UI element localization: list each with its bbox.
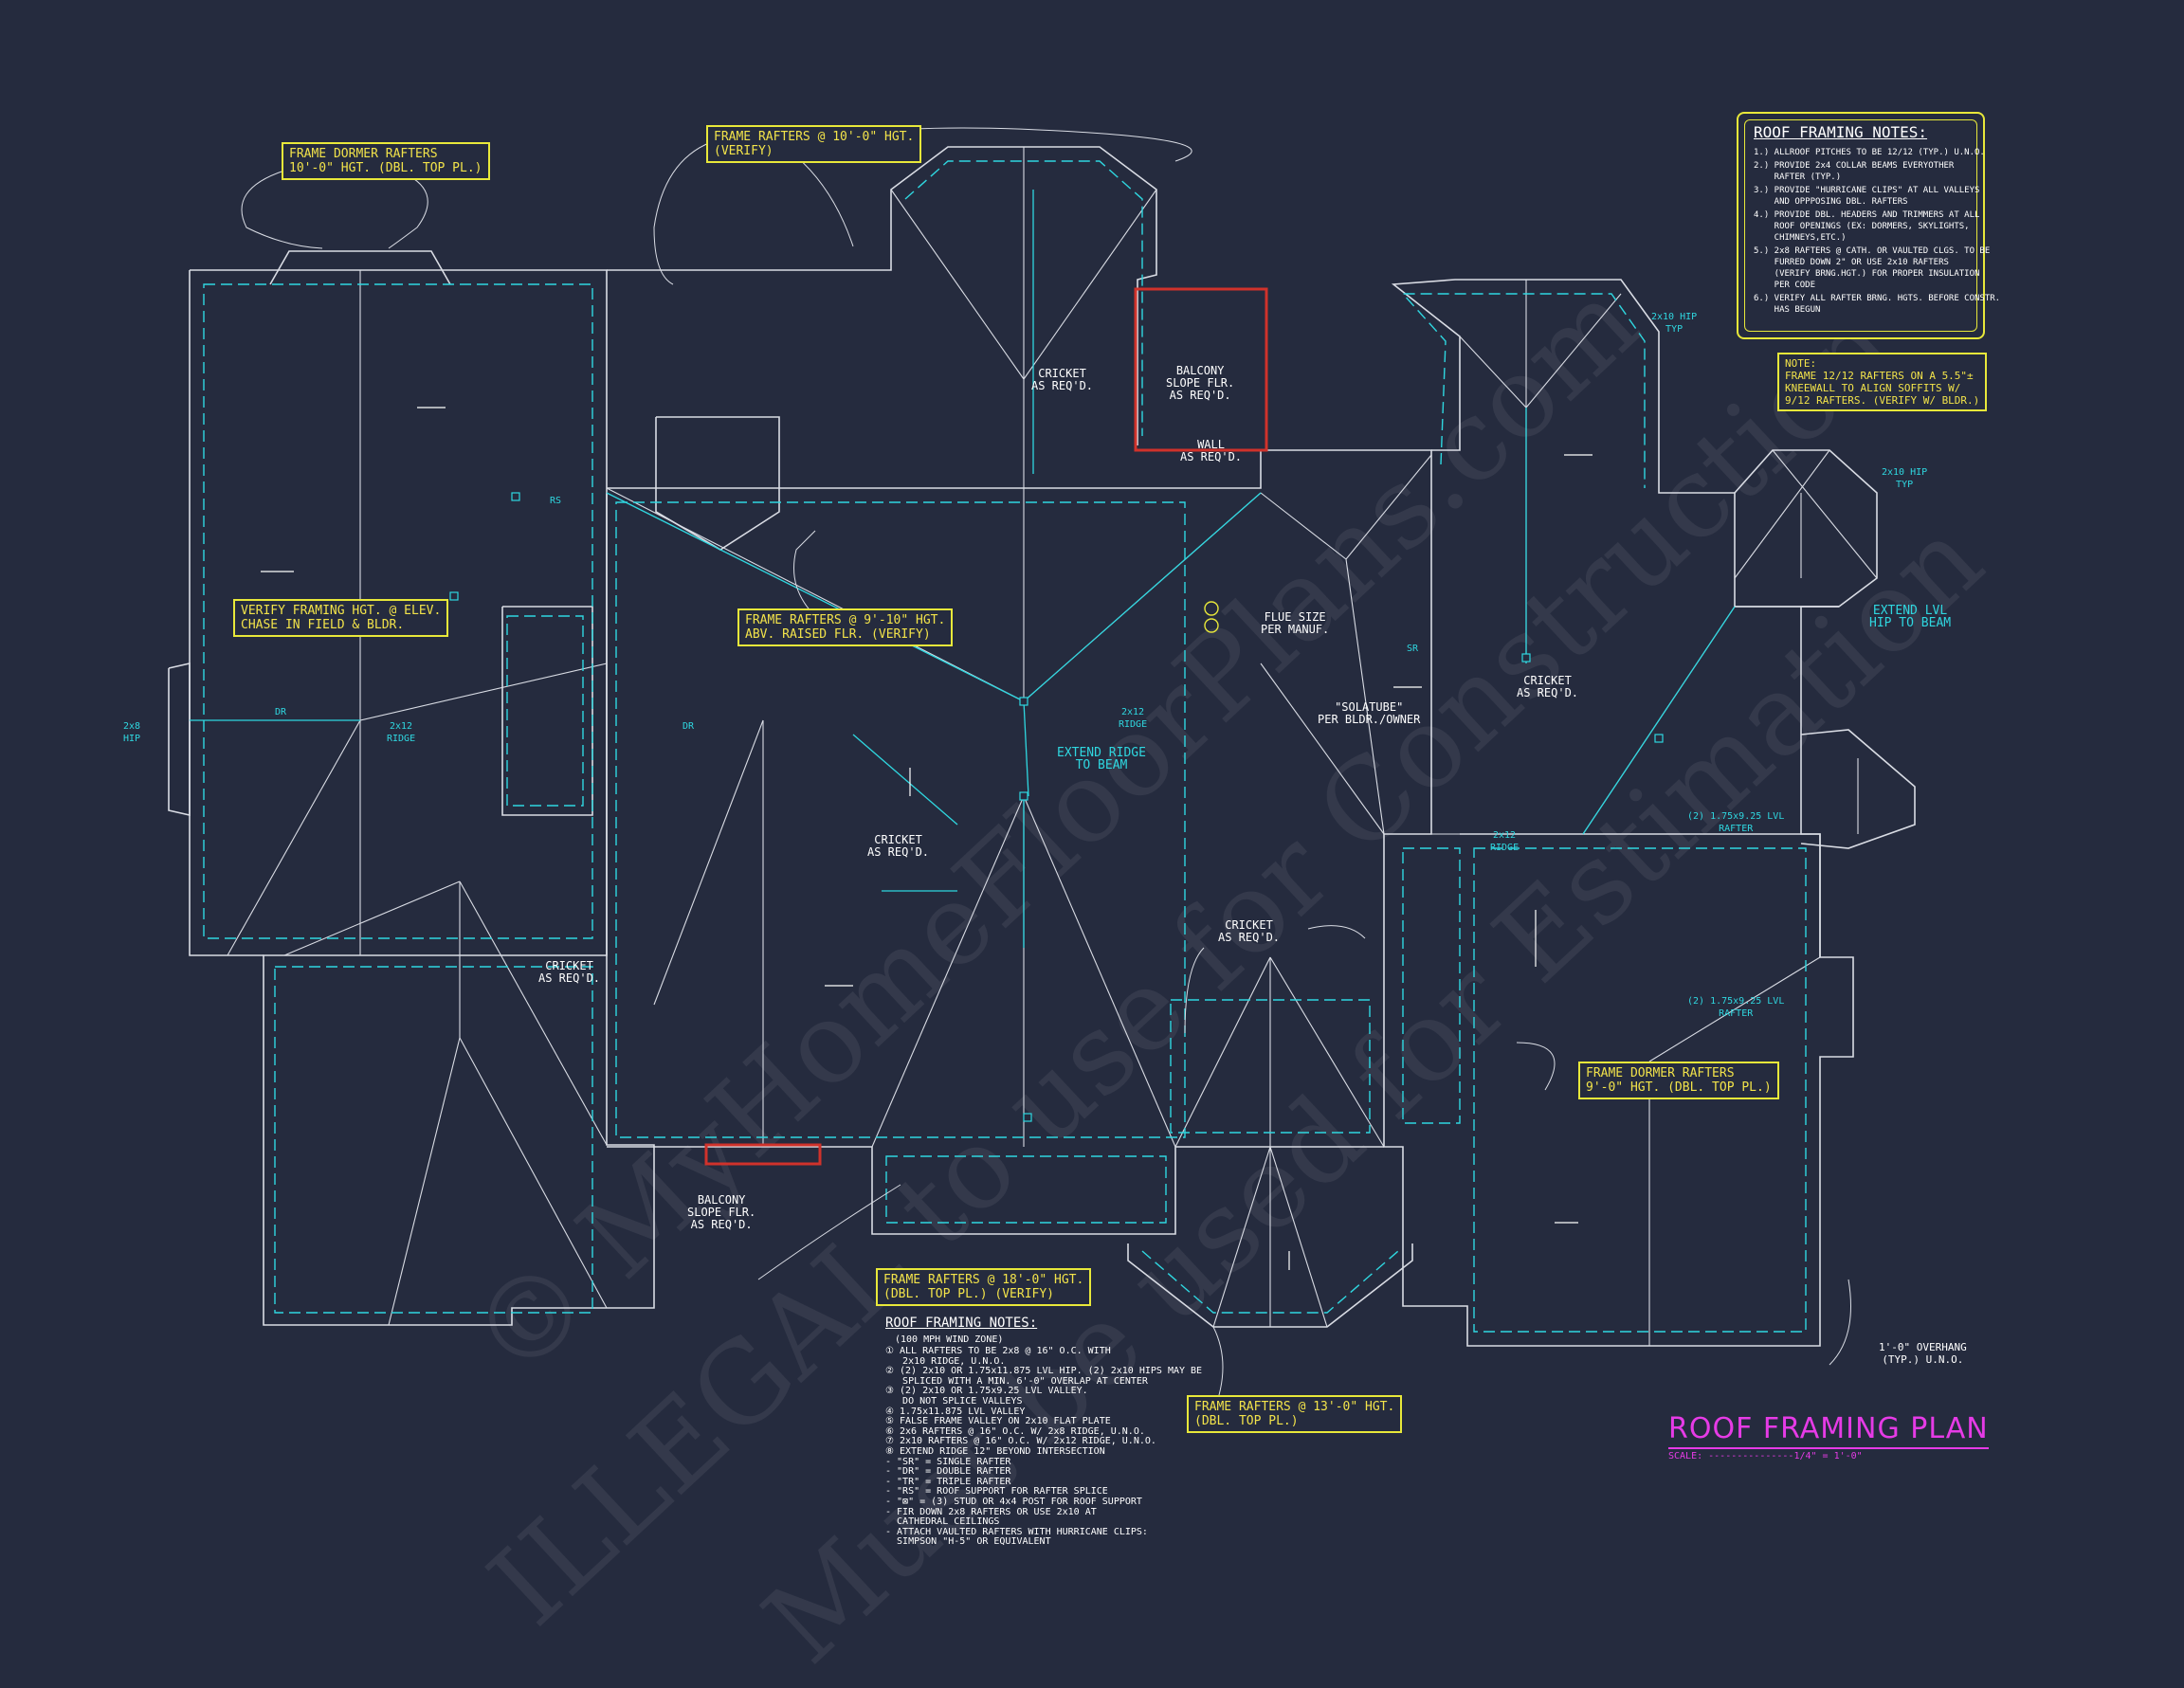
outline-cricket-bay	[655, 416, 780, 551]
outline-chase	[501, 606, 593, 816]
label-cricket-mid: CRICKET AS REQ'D.	[867, 833, 930, 859]
title-block: ROOF FRAMING PLAN SCALE: ---------------…	[1668, 1412, 1989, 1461]
outline-east-bay	[1800, 729, 1916, 849]
notes-bottom-item: ⑤ FALSE FRAME VALLEY ON 2x10 FLAT PLATE	[885, 1416, 1111, 1427]
notes-bottom-item: ⑧ EXTEND RIDGE 12" BEYOND INTERSECTION	[885, 1445, 1105, 1457]
label-ridge-b: 2x12 RIDGE	[1490, 830, 1520, 853]
label-lvl-rafter-bottom: (2) 1.75x9.25 LVL RAFTER	[1687, 996, 1785, 1019]
notes-bottom-item: - ATTACH VAULTED RAFTERS WITH HURRICANE …	[885, 1526, 1148, 1537]
support-posts	[449, 492, 1664, 1122]
outline-east-wing	[1391, 279, 1839, 608]
notes-bottom-item: DO NOT SPLICE VALLEYS	[885, 1395, 1023, 1407]
notes-top-item: 3.) PROVIDE "HURRICANE CLIPS" AT ALL VAL…	[1754, 186, 1980, 207]
label-dr-center: DR	[682, 721, 695, 732]
notes-bottom-item: - "⊠" = (3) STUD OR 4x4 POST FOR ROOF SU…	[885, 1496, 1142, 1507]
label-wall-as-reqd: WALL AS REQ'D.	[1180, 438, 1243, 463]
drawing-scale: SCALE: ---------------1/4" = 1'-0"	[1668, 1451, 1863, 1461]
callout-rafters-13: FRAME RAFTERS @ 13'-0" HGT. (DBL. TOP PL…	[1187, 1395, 1403, 1433]
label-extend-ridge: EXTEND RIDGE TO BEAM	[1057, 746, 1146, 772]
label-extend-lvl: EXTEND LVL HIP TO BEAM	[1869, 604, 1952, 630]
notes-bottom-item: ② (2) 2x10 OR 1.75x11.875 LVL HIP. (2) 2…	[885, 1366, 1203, 1377]
outline-west-bump	[189, 270, 264, 956]
notes-bottom-item: SPLICED WITH A MIN. 6'-0" OVERLAP AT CEN…	[885, 1375, 1148, 1387]
outline-center-south	[606, 493, 1384, 1235]
notes-top-inner-border	[1744, 119, 1977, 332]
callout-dormer-top: FRAME DORMER RAFTERS 10'-0" HGT. (DBL. T…	[282, 142, 490, 180]
notes-top-heading: ROOF FRAMING NOTES:	[1754, 123, 1928, 141]
callout-rafters-top: FRAME RAFTERS @ 10'-0" HGT. (VERIFY)	[706, 125, 922, 163]
outline-center-block	[607, 449, 1854, 1347]
notes-top-list: 1.) ALLROOF PITCHES TO BE 12/12 (TYP.) U…	[1754, 147, 2001, 316]
notes-bottom-item: - "SR" = SINGLE RAFTER	[885, 1456, 1011, 1467]
leader-lines	[241, 127, 1851, 1413]
callout-rafters-18: FRAME RAFTERS @ 18'-0" HGT. (DBL. TOP PL…	[876, 1268, 1092, 1306]
label-ridge-a: 2x12 RIDGE	[1119, 707, 1148, 730]
notes-bottom-wind-zone: (100 MPH WIND ZONE)	[895, 1334, 1004, 1345]
notes-bottom-item: ⑥ 2x6 RAFTERS @ 16" O.C. W/ 2x8 RIDGE, U…	[885, 1425, 1145, 1437]
label-cricket-top: CRICKET AS REQ'D.	[1031, 367, 1094, 392]
label-solatube: "SOLATUBE" PER BLDR./OWNER	[1318, 700, 1421, 726]
label-flue: FLUE SIZE PER MANUF.	[1261, 610, 1330, 636]
label-cricket-right: CRICKET AS REQ'D.	[1517, 674, 1579, 699]
label-hip-2x10-typ-2: 2x10 HIP TYP	[1882, 467, 1928, 490]
notes-bottom-list: ① ALL RAFTERS TO BE 2x8 @ 16" O.C. WITH …	[885, 1346, 1203, 1548]
notes-bottom-item: CATHEDRAL CEILINGS	[885, 1516, 1000, 1528]
outline-west-wing	[190, 269, 655, 1326]
notes-bottom-item: SIMPSON "H-5" OR EQUIVALENT	[885, 1536, 1051, 1548]
label-overhang: 1'-0" OVERHANG (TYP.) U.N.O.	[1879, 1341, 1967, 1366]
label-lvl-rafter-top: (2) 1.75x9.25 LVL RAFTER	[1687, 811, 1785, 834]
outline-center-top	[607, 146, 1157, 445]
notes-bottom-item: ⑦ 2x10 RAFTERS @ 16" O.C. W/ 2x12 RIDGE,…	[885, 1436, 1156, 1447]
notes-top-item: 5.) 2x8 RAFTERS @ CATH. OR VAULTED CLGS.…	[1754, 246, 1991, 290]
note-kneewall: NOTE: FRAME 12/12 RAFTERS ON A 5.5"± KNE…	[1777, 353, 1988, 411]
label-hip-left: 2x8 HIP	[123, 721, 141, 744]
notes-bottom-item: ① ALL RAFTERS TO BE 2x8 @ 16" O.C. WITH	[885, 1346, 1111, 1356]
notes-top-item: 4.) PROVIDE DBL. HEADERS AND TRIMMERS AT…	[1754, 210, 1980, 243]
framing-solid	[190, 190, 1736, 948]
notes-bottom-item: ④ 1.75x11.875 LVL VALLEY	[885, 1406, 1026, 1417]
notes-bottom-item: - FIR DOWN 2x8 RAFTERS OR USE 2x10 AT	[885, 1506, 1097, 1517]
notes-top-item: 6.) VERIFY ALL RAFTER BRNG. HGTS. BEFORE…	[1754, 294, 2001, 315]
notes-top-item: 2.) PROVIDE 2x4 COLLAR BEAMS EVERYOTHER …	[1754, 161, 1955, 182]
drawing-title: ROOF FRAMING PLAN	[1668, 1412, 1989, 1449]
label-rs: RS	[550, 496, 562, 506]
callout-raised-floor: FRAME RAFTERS @ 9'-10" HGT. ABV. RAISED …	[737, 608, 954, 646]
label-hip-2x10-typ: 2x10 HIP TYP	[1651, 312, 1698, 335]
notes-bottom-item: 2x10 RIDGE, U.N.O.	[885, 1355, 1006, 1367]
outline-east-hex	[1734, 449, 1878, 608]
roof-framing-plan	[168, 127, 1916, 1413]
notes-bottom-item: - "TR" = TRIPLE RAFTER	[885, 1476, 1011, 1487]
outline-west-bay	[168, 662, 191, 817]
roof-framing-notes-bottom: ROOF FRAMING NOTES: (100 MPH WIND ZONE) …	[885, 1316, 1203, 1548]
flue-circles	[1204, 601, 1219, 633]
notes-bottom-heading: ROOF FRAMING NOTES:	[885, 1316, 1038, 1331]
label-cricket-left: CRICKET AS REQ'D.	[538, 959, 601, 985]
label-cricket-low: CRICKET AS REQ'D.	[1218, 918, 1281, 944]
label-balcony-bottom: BALCONY SLOPE FLR. AS REQ'D.	[687, 1193, 756, 1231]
roof-framing-notes-top: ROOF FRAMING NOTES: 1.) ALLROOF PITCHES …	[1737, 112, 2001, 339]
label-dr-west: DR	[275, 707, 287, 717]
label-sr: SR	[1407, 644, 1419, 654]
label-balcony-top: BALCONY SLOPE FLR. AS REQ'D.	[1166, 364, 1235, 402]
callout-verify-chase: VERIFY FRAMING HGT. @ ELEV. CHASE IN FIE…	[233, 599, 449, 637]
ridge-hip-lines	[190, 147, 1878, 1346]
framing-dashed	[203, 160, 1807, 1333]
balconies	[704, 287, 1268, 1166]
callout-dormer-right: FRAME DORMER RAFTERS 9'-0" HGT. (DBL. TO…	[1578, 1062, 1779, 1099]
notes-top-item: 1.) ALLROOF PITCHES TO BE 12/12 (TYP.) U…	[1754, 148, 1985, 157]
rafter-arrows	[261, 407, 1592, 1270]
notes-bottom-item: ③ (2) 2x10 OR 1.75x9.25 LVL VALLEY.	[885, 1386, 1088, 1397]
notes-bottom-item: - "RS" = ROOF SUPPORT FOR RAFTER SPLICE	[885, 1486, 1108, 1497]
outline-north-dormer	[269, 250, 451, 285]
label-ridge-c: 2x12 RIDGE	[387, 721, 416, 744]
notes-bottom-item: - "DR" = DOUBLE RAFTER	[885, 1466, 1011, 1478]
